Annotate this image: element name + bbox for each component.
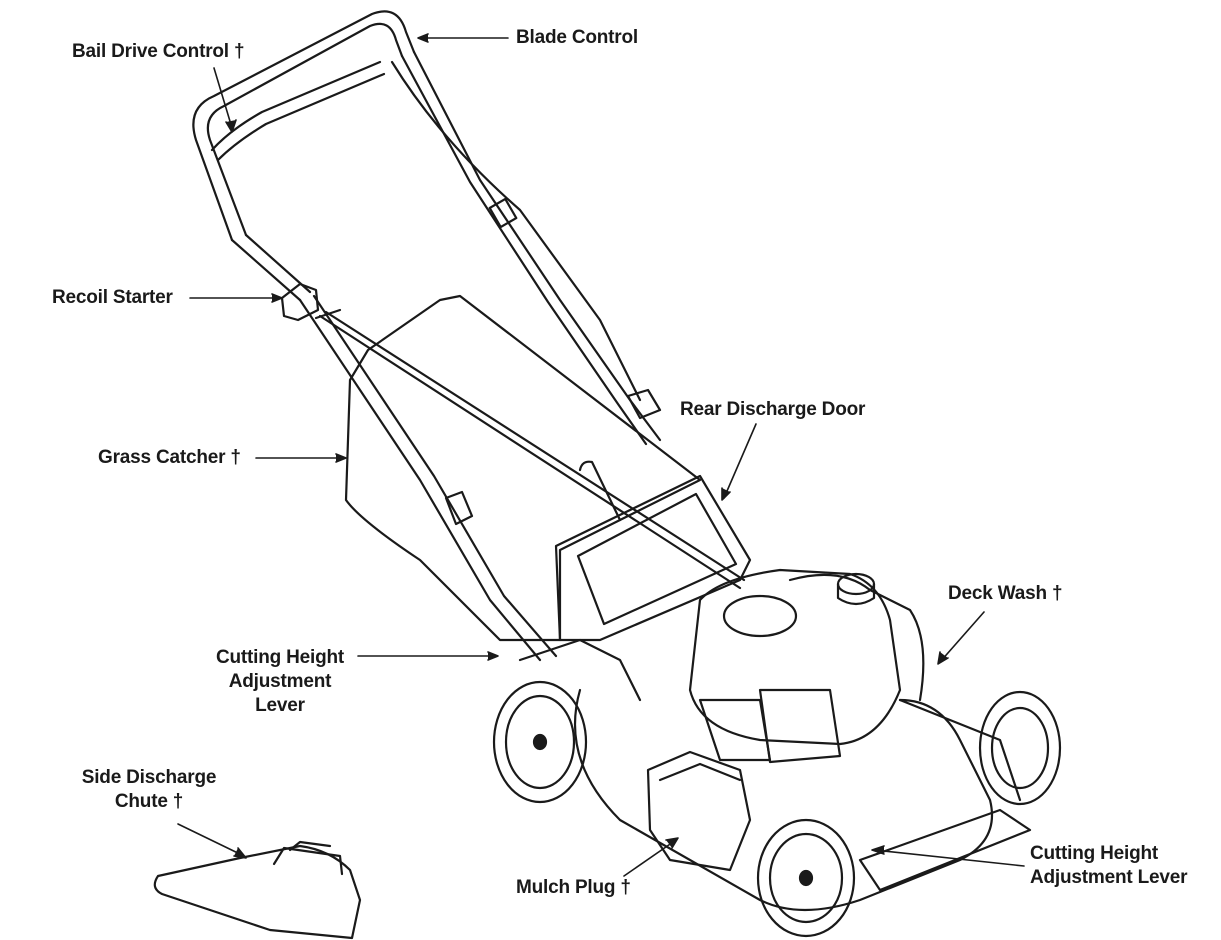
label-cutting-height-right-line1: Cutting Height xyxy=(1030,843,1159,864)
mower-deck xyxy=(518,638,1032,912)
rear-left-wheel xyxy=(492,680,588,804)
label-side-discharge-chute-line1: Side Discharge xyxy=(81,767,217,788)
engine xyxy=(688,568,925,764)
label-cutting-height-left: Cutting Height Adjustment Lever xyxy=(196,646,364,718)
label-mulch-plug: Mulch Plug † xyxy=(516,877,631,898)
front-left-wheel xyxy=(756,818,856,938)
label-side-discharge-chute-line2: Chute † xyxy=(114,791,184,812)
rear-discharge-door xyxy=(554,474,752,642)
leader-lines xyxy=(177,33,1025,877)
label-cutting-height-left-line2: Adjustment xyxy=(228,671,332,692)
label-grass-catcher: Grass Catcher † xyxy=(98,447,241,468)
label-deck-wash: Deck Wash † xyxy=(948,583,1063,604)
label-cutting-height-right-line2: Adjustment Lever xyxy=(1030,867,1188,888)
label-cutting-height-left-line3: Lever xyxy=(255,695,305,716)
label-recoil-starter: Recoil Starter xyxy=(52,287,173,308)
side-discharge-chute xyxy=(153,840,362,940)
label-cutting-height-left-line1: Cutting Height xyxy=(215,647,345,668)
mower-handle xyxy=(192,10,746,662)
label-blade-control: Blade Control xyxy=(516,27,638,48)
label-bail-drive-control: Bail Drive Control † xyxy=(72,41,245,62)
label-rear-discharge-door: Rear Discharge Door xyxy=(680,399,866,420)
label-cutting-height-right: Cutting Height Adjustment Lever xyxy=(1030,842,1187,890)
front-right-wheel xyxy=(978,690,1062,806)
label-side-discharge-chute: Side Discharge Chute † xyxy=(66,766,232,814)
grass-catcher-bag xyxy=(344,294,702,642)
